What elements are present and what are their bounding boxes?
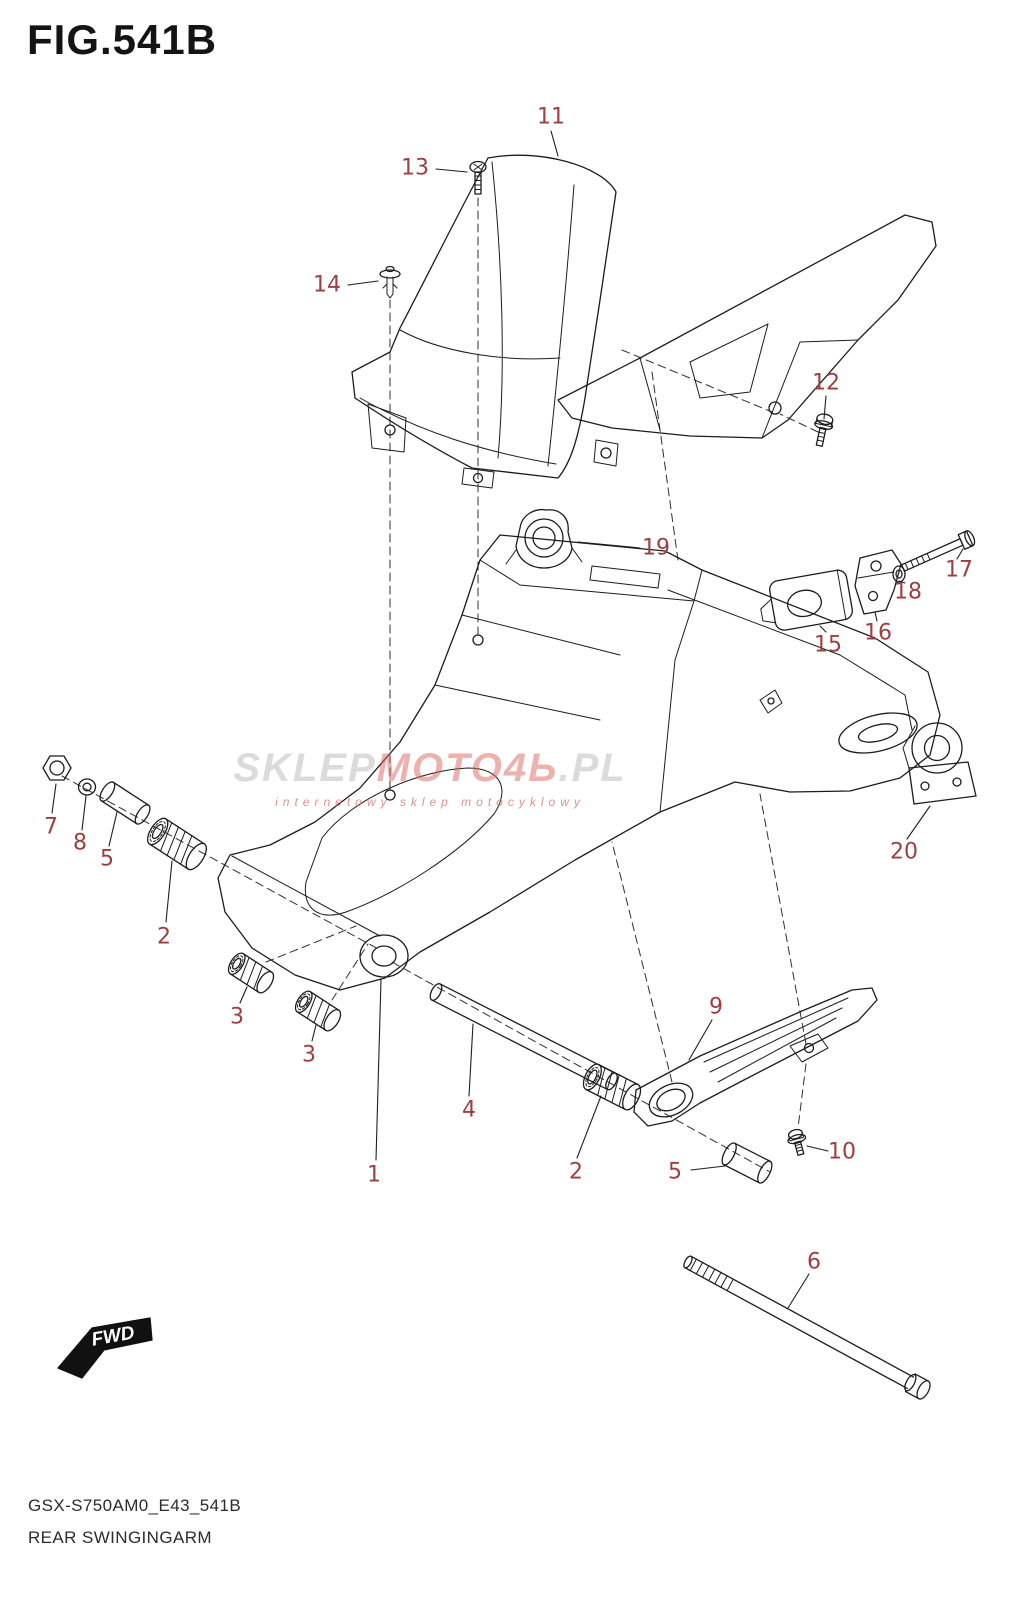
fwd-arrow: FWD <box>57 1317 153 1379</box>
callout-5: 5 <box>100 846 114 872</box>
part-nut-7 <box>42 755 72 781</box>
part-bearing-2-right <box>582 1063 642 1111</box>
callout-17: 17 <box>945 557 973 583</box>
callout-4: 4 <box>462 1097 476 1123</box>
part-bracket-20 <box>902 722 977 805</box>
callout-16: 16 <box>864 620 892 646</box>
part-pivot-shaft-6 <box>683 1255 931 1400</box>
part-washer-8 <box>77 778 97 796</box>
part-bearing-3-b <box>294 990 342 1032</box>
callout-20: 20 <box>890 839 918 865</box>
part-bearing-3-a <box>227 952 275 994</box>
callout-11: 11 <box>537 104 565 130</box>
part-chain-guard <box>557 214 937 467</box>
callout-10: 10 <box>828 1139 856 1165</box>
callout-8: 8 <box>73 830 87 856</box>
callout-2: 2 <box>157 924 171 950</box>
part-clip-14 <box>379 265 401 299</box>
footer-name: REAR SWINGINGARM <box>28 1528 212 1547</box>
part-chain-buffer-9 <box>633 987 878 1127</box>
part-bolt-10 <box>787 1128 807 1156</box>
callout-2: 2 <box>569 1159 583 1185</box>
callout-1: 1 <box>367 1162 381 1188</box>
part-bracket-16 <box>854 549 902 615</box>
axle-slot <box>838 712 918 754</box>
figure-footer: GSX-S750AM0_E43_541B REAR SWINGINGARM <box>28 1496 241 1560</box>
part-spacer-5-right <box>721 1142 773 1184</box>
part-inner-tube-4 <box>429 983 618 1091</box>
callout-3: 3 <box>230 1004 244 1030</box>
callout-19: 19 <box>642 535 670 561</box>
part-swingarm <box>217 534 941 991</box>
part-washer-18 <box>892 565 906 583</box>
callout-14: 14 <box>313 272 341 298</box>
part-cover-15 <box>760 569 853 631</box>
part-screw-13 <box>469 160 487 195</box>
callout-15: 15 <box>814 632 842 658</box>
part-bearing-2-left <box>147 817 207 871</box>
pivot-bore <box>359 934 409 978</box>
callout-9: 9 <box>709 994 723 1020</box>
leader-lines <box>51 130 964 1309</box>
part-spacer-5-left <box>99 781 151 825</box>
part-bolt-12 <box>814 413 834 447</box>
assembly-lines <box>61 197 819 1173</box>
part-mount-bracket-19 <box>505 508 583 569</box>
callout-13: 13 <box>401 155 429 181</box>
callout-7: 7 <box>44 814 58 840</box>
callout-18: 18 <box>894 579 922 605</box>
callout-5: 5 <box>668 1159 682 1185</box>
callout-6: 6 <box>807 1249 821 1275</box>
figure-title: FIG.541B <box>27 16 218 63</box>
footer-code: GSX-S750AM0_E43_541B <box>28 1496 242 1515</box>
part-rear-fender <box>351 154 617 489</box>
callout-12: 12 <box>812 370 840 396</box>
callout-3: 3 <box>302 1042 316 1068</box>
